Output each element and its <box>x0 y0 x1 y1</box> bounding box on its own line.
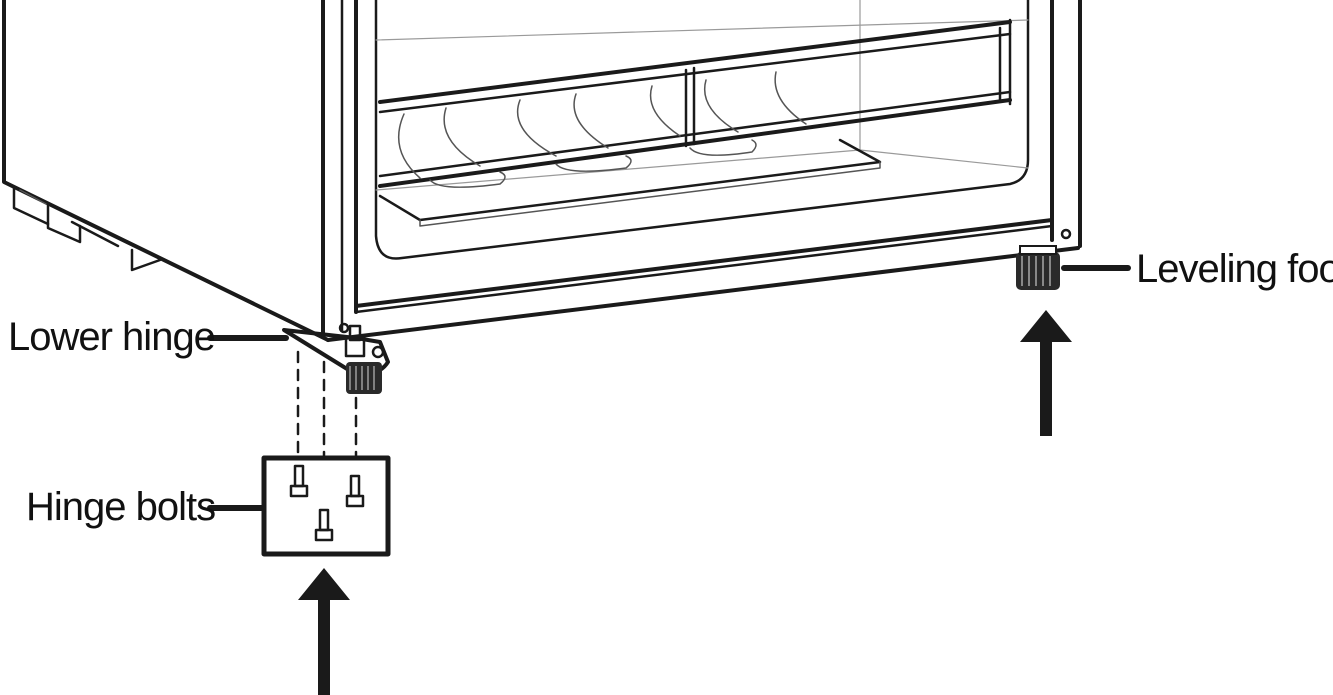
interior <box>374 0 1030 260</box>
leveling-foot-icon <box>1016 245 1060 290</box>
lower-hinge <box>282 324 390 394</box>
hinge-bolts-label: Hinge bolts <box>26 485 215 529</box>
bolt-icon <box>289 464 309 498</box>
cabinet <box>2 0 1082 342</box>
bolt-icon <box>345 474 365 508</box>
leveling-foot-label: Leveling foot <box>1136 247 1333 291</box>
hinge-bolt-guides <box>296 350 358 458</box>
hinge-foot-icon <box>346 362 382 394</box>
arrow-up-icon <box>1020 310 1072 436</box>
hinge-bolts-box <box>261 455 391 557</box>
arrow-up-icon <box>298 568 350 695</box>
bolt-icon <box>314 508 334 542</box>
lower-hinge-label: Lower hinge <box>8 315 215 359</box>
